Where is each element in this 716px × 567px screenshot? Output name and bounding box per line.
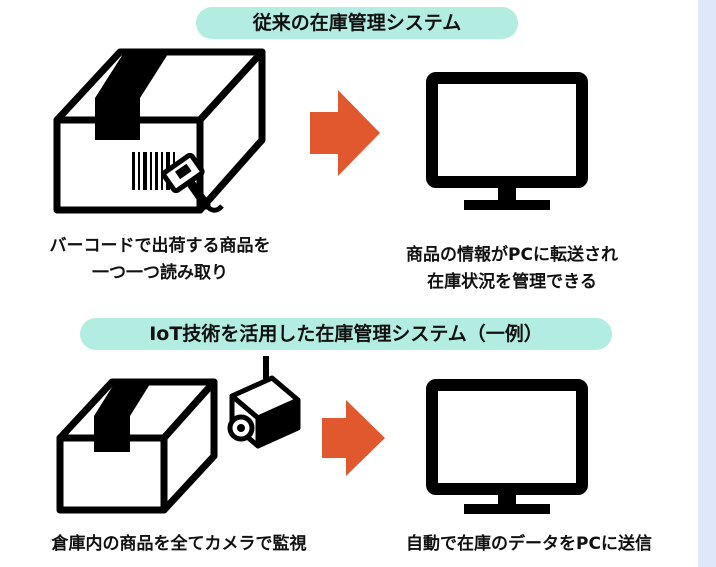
arrow-icon bbox=[310, 90, 380, 176]
monitor-icon-2 bbox=[426, 379, 588, 514]
caption-auto-send: 自動で在庫のデータをPCに送信 bbox=[406, 534, 652, 554]
box-icon-2 bbox=[56, 378, 218, 514]
section-title-traditional: 従来の在庫管理システム bbox=[196, 7, 518, 39]
caption-pc-transfer: 商品の情報がPCに転送され 在庫状況を管理できる bbox=[362, 242, 662, 296]
side-strip bbox=[698, 0, 716, 567]
barcode-scanner-icon bbox=[161, 152, 224, 213]
caption-barcode-line2: 一つ一つ読み取り bbox=[92, 263, 228, 283]
caption-pc-transfer-line2: 在庫状況を管理できる bbox=[427, 272, 597, 292]
monitor-icon bbox=[426, 72, 588, 210]
box-icon bbox=[53, 48, 266, 214]
caption-camera: 倉庫内の商品を全てカメラで監視 bbox=[51, 534, 307, 554]
arrow-icon-2 bbox=[322, 400, 385, 476]
caption-barcode-line1: バーコードで出荷する商品を bbox=[49, 236, 271, 256]
caption-barcode: バーコードで出荷する商品を 一つ一つ読み取り bbox=[14, 233, 306, 287]
section-title-iot: IoT技術を活用した在庫管理システム（一例） bbox=[80, 318, 612, 350]
caption-pc-transfer-line1: 商品の情報がPCに転送され bbox=[406, 245, 618, 265]
camera-icon bbox=[227, 356, 301, 449]
